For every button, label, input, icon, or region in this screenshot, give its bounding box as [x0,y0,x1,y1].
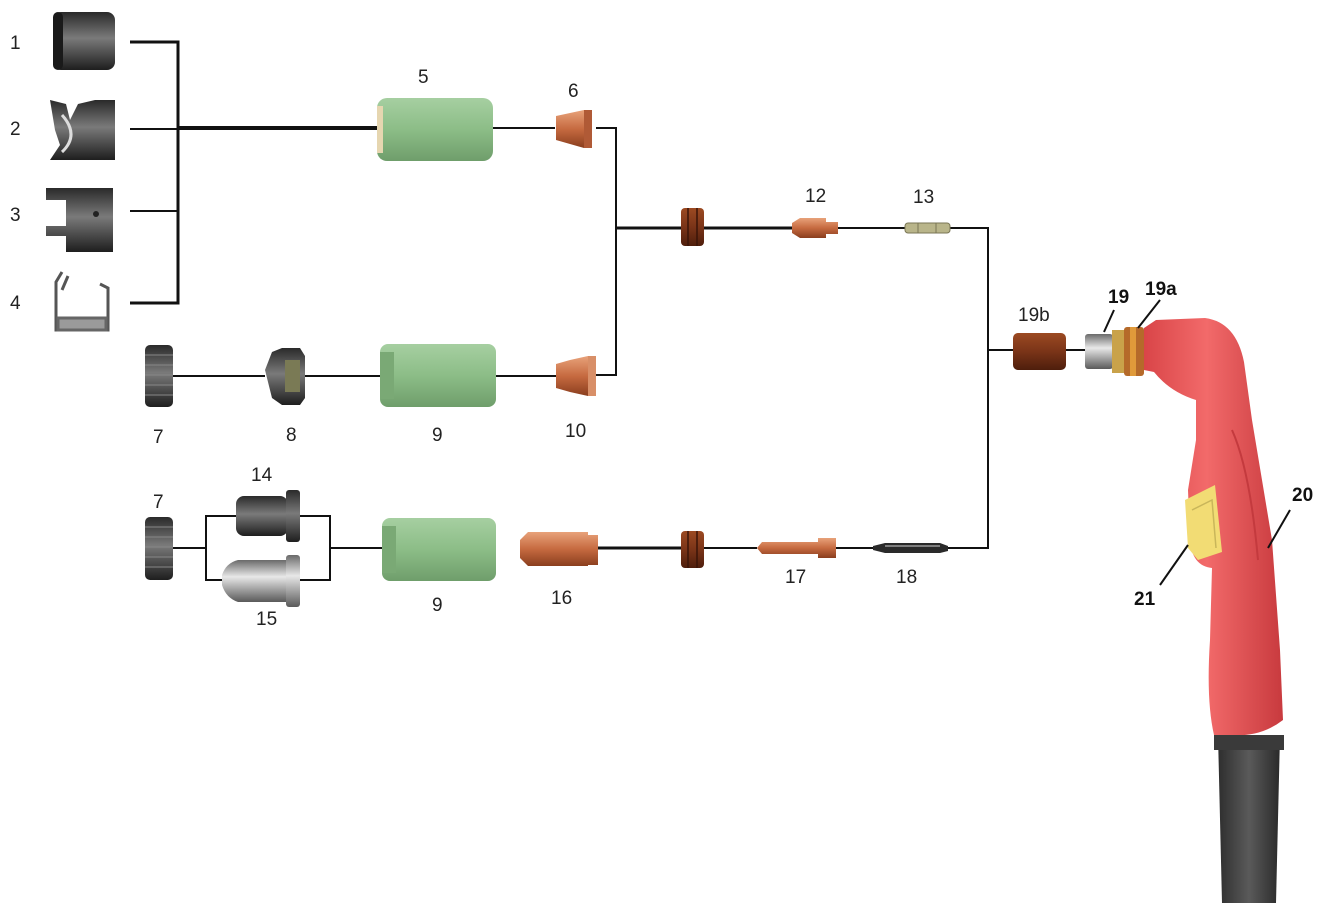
connection-lines [130,40,1085,581]
part-1-drag-cup [53,12,115,70]
label-part-19: 19 [1108,287,1130,308]
label-part-4: 4 [10,293,21,314]
label-part-16: 16 [551,588,573,609]
torch-cable [1214,735,1284,903]
label-part-6: 6 [568,81,579,102]
part-12-electrode [792,218,838,238]
swirl-ring-upper [681,208,704,246]
label-part-18: 18 [896,567,918,588]
label-part-15: 15 [256,609,278,630]
part-19b-insulator [1013,333,1066,370]
part-9-shield-cup-lower [382,518,496,581]
label-part-3: 3 [10,205,21,226]
label-part-19b: 19b [1018,305,1050,326]
part-17-electrode [757,538,836,558]
part-3-standoff [46,188,113,252]
label-part-1: 1 [10,33,21,54]
label-part-19a: 19a [1145,279,1177,300]
part-14-deflector [236,490,300,542]
label-part-14: 14 [251,465,273,486]
label-part-10: 10 [565,421,587,442]
part-4-drag-guide [54,271,110,332]
part-7-retaining-cap [145,345,173,407]
part-16-nozzle [520,532,598,566]
part-21-trigger [1185,485,1222,560]
part-13-tube [904,222,951,234]
label-part-7-lower: 7 [153,492,164,513]
part-7-retaining-cap-lower [145,517,173,580]
part-6-nozzle [556,110,592,148]
part-10-nozzle [556,356,596,396]
label-part-9-upper: 9 [432,425,443,446]
swirl-ring-lower [681,531,704,568]
leader-lines [1103,299,1291,586]
part-9-shield-cup-upper [380,344,496,407]
part-5-shield-cup [377,98,493,161]
label-part-8: 8 [286,425,297,446]
label-part-12: 12 [805,186,827,207]
part-19-torch-head-fitting [1085,330,1124,373]
part-8-shield [265,348,305,405]
part-2-standoff-guide [50,100,115,160]
label-part-21: 21 [1134,589,1156,610]
part-19a-o-ring [1124,327,1144,376]
label-part-9-lower: 9 [432,595,443,616]
label-part-5: 5 [418,67,429,88]
part-18-tube [873,543,948,553]
label-part-20: 20 [1292,485,1314,506]
label-part-17: 17 [785,567,807,588]
label-part-13: 13 [913,187,935,208]
label-part-2: 2 [10,119,21,140]
label-part-7-upper: 7 [153,427,164,448]
part-15-shield [222,555,300,607]
